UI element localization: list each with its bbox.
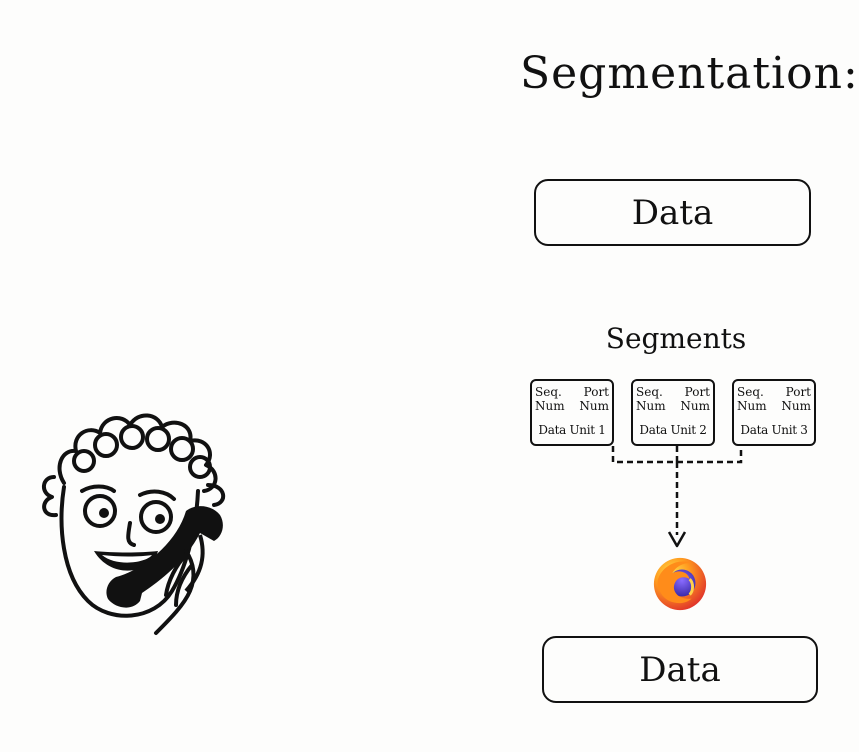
right-eye <box>139 500 173 534</box>
segments-label: Segments <box>605 322 747 355</box>
segment-box-1: Seq. Port Num Num Data Unit 1 <box>530 379 614 446</box>
segment-2-port-label: Port <box>684 385 710 399</box>
segment-3-data-unit: Data Unit 3 <box>740 422 808 437</box>
segment-box-2: Seq. Port Num Num Data Unit 2 <box>631 379 715 446</box>
segment-1-port-num-label: Num <box>579 398 609 413</box>
segment-1-seq-num-label: Num <box>535 398 565 413</box>
segment-3-port-num-label: Num <box>781 398 811 413</box>
segment-1-data-unit: Data Unit 1 <box>538 422 606 437</box>
segment-3-seq-label: Seq. <box>737 385 764 399</box>
arrow-head-icon <box>667 531 687 548</box>
hand <box>154 549 196 635</box>
segment-2-seq-num-label: Num <box>636 398 666 413</box>
connector-line-1 <box>611 446 743 464</box>
data-box-original: Data <box>534 179 811 246</box>
segment-3-seq-num-label: Num <box>737 398 767 413</box>
segment-1-seq-label: Seq. <box>535 385 562 399</box>
person-on-phone-illustration <box>42 413 225 635</box>
left-eye <box>83 494 117 528</box>
data-box-reassembled-label: Data <box>639 649 721 690</box>
segment-2-seq-label: Seq. <box>636 385 663 399</box>
segment-2-port-num-label: Num <box>680 398 710 413</box>
data-box-reassembled: Data <box>542 636 818 703</box>
segment-2-data-unit: Data Unit 2 <box>639 422 707 437</box>
segment-3-port-label: Port <box>785 385 811 399</box>
segment-box-3: Seq. Port Num Num Data Unit 3 <box>732 379 816 446</box>
firefox-browser-icon <box>653 557 707 611</box>
data-box-original-label: Data <box>631 192 714 233</box>
segment-1-port-label: Port <box>583 385 609 399</box>
diagram-title: Segmentation: <box>520 48 859 99</box>
